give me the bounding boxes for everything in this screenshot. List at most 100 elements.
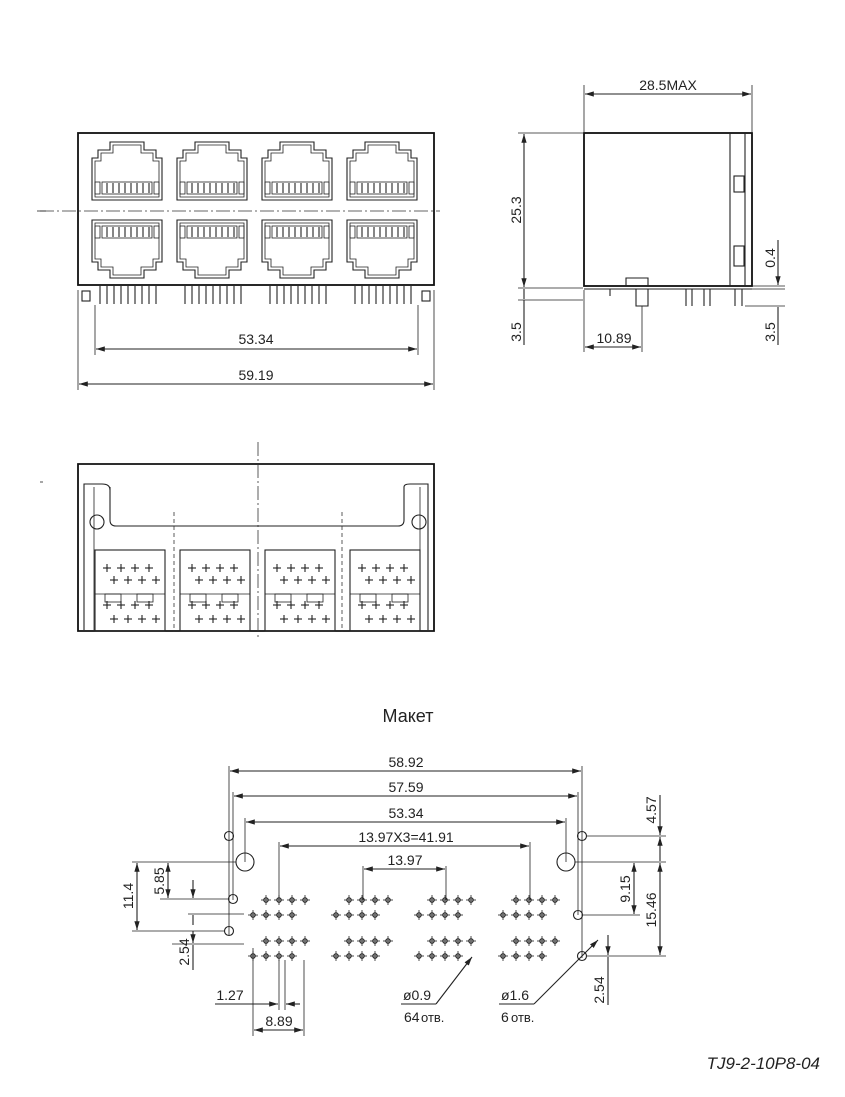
hole-small-dia: ø0.9 <box>403 987 431 1003</box>
port-outline <box>91 141 163 201</box>
led-pad <box>359 593 377 603</box>
led-pad <box>104 593 122 603</box>
dim-depth-label: 10.89 <box>596 330 631 346</box>
port-led <box>349 225 356 239</box>
port-led <box>408 181 415 195</box>
rj45-port <box>346 141 418 201</box>
port-led <box>264 181 271 195</box>
rj45-port <box>346 219 418 279</box>
port-outline <box>176 141 248 201</box>
port-led <box>238 181 245 195</box>
rj45-port <box>261 141 333 201</box>
port-contact-band <box>271 225 323 239</box>
dim-offset-label: 0.4 <box>762 248 778 268</box>
hole-large-unit: отв. <box>511 1010 534 1025</box>
bottom-housing <box>77 463 435 632</box>
hole-large-dia: ø1.6 <box>501 987 529 1003</box>
dim-13-97x3: 13.97X3=41.91 <box>358 829 454 845</box>
front-peg <box>421 290 431 302</box>
port-outline <box>176 219 248 279</box>
dim-11-4: 11.4 <box>120 883 136 909</box>
side-latch-bottom <box>733 245 745 267</box>
dim-overall-label: 59.19 <box>238 367 273 383</box>
bottom-view <box>40 442 435 640</box>
port-outline <box>261 219 333 279</box>
layout-pin-group <box>414 895 476 961</box>
dim-pin-right-label: 3.5 <box>762 322 778 342</box>
layout-title: Макет <box>383 706 434 726</box>
port-contact-band <box>186 181 238 195</box>
port-led <box>323 181 330 195</box>
front-peg <box>81 290 91 302</box>
port-led <box>349 181 356 195</box>
rj45-port <box>176 219 248 279</box>
port-led <box>238 225 245 239</box>
dim-pitch-label: 53.34 <box>238 331 273 347</box>
dim-53-34: 53.34 <box>388 805 423 821</box>
port-led <box>153 181 160 195</box>
dim-4-57: 4.57 <box>643 796 659 823</box>
pin-block-outline <box>264 549 336 632</box>
dim-15-46: 15.46 <box>643 892 659 927</box>
peg-hole <box>223 830 235 842</box>
port-led <box>179 225 186 239</box>
bottom-pin-blocks <box>94 549 421 632</box>
side-view: 28.5MAX 25.3 3.5 10.89 0.4 3.5 <box>508 77 785 352</box>
port-outline <box>261 141 333 201</box>
port-outline <box>346 219 418 279</box>
port-contact-band <box>186 225 238 239</box>
dim-pin-left-label: 3.5 <box>508 322 524 342</box>
port-outline <box>346 141 418 201</box>
port-contact-band <box>101 225 153 239</box>
dim-8-89: 8.89 <box>265 1013 292 1029</box>
port-inner <box>179 144 245 198</box>
dim-2-54-left: 2.54 <box>176 938 192 965</box>
port-led <box>179 181 186 195</box>
pin-block <box>179 549 251 632</box>
port-contact-band <box>271 181 323 195</box>
port-contact-band <box>356 181 408 195</box>
port-led <box>323 225 330 239</box>
bottom-peg-right <box>411 514 427 530</box>
front-view: 53.34 59.19 <box>37 132 440 390</box>
hole-large-count: 6 <box>501 1009 509 1025</box>
rj45-port <box>176 141 248 201</box>
part-number: TJ9-2-10P8-04 <box>707 1054 820 1073</box>
pin-block-outline <box>94 549 166 632</box>
dim-58-92: 58.92 <box>388 754 423 770</box>
port-inner <box>94 144 160 198</box>
ports-bottom-row <box>91 219 418 279</box>
pin-block <box>94 549 166 632</box>
dim-width-label: 28.5MAX <box>639 77 697 93</box>
port-inner <box>264 222 330 276</box>
port-led <box>153 225 160 239</box>
port-contact-band <box>101 181 153 195</box>
layout-pin-holes <box>248 895 560 961</box>
port-inner <box>94 222 160 276</box>
peg-hole <box>227 893 239 905</box>
dim-1-27: 1.27 <box>216 987 243 1003</box>
pin-block-outline <box>179 549 251 632</box>
dim-57-59: 57.59 <box>388 779 423 795</box>
layout-pin-group <box>248 895 310 961</box>
dim-13-97: 13.97 <box>387 852 422 868</box>
led-pad <box>274 593 292 603</box>
side-peg <box>635 289 649 307</box>
peg-hole <box>572 909 584 921</box>
led-pad <box>136 593 154 603</box>
dim-height-label: 25.3 <box>508 196 524 223</box>
side-housing <box>583 132 753 287</box>
led-pad <box>221 593 239 603</box>
led-pad <box>391 593 409 603</box>
port-led <box>408 225 415 239</box>
port-led <box>94 181 101 195</box>
port-inner <box>349 222 415 276</box>
front-pins <box>81 286 431 304</box>
port-led <box>94 225 101 239</box>
layout-pin-group <box>331 895 393 961</box>
port-outline <box>91 219 163 279</box>
pin-block-outline <box>349 549 421 632</box>
pin-block <box>264 549 336 632</box>
hole-small-count: 64 <box>404 1009 420 1025</box>
